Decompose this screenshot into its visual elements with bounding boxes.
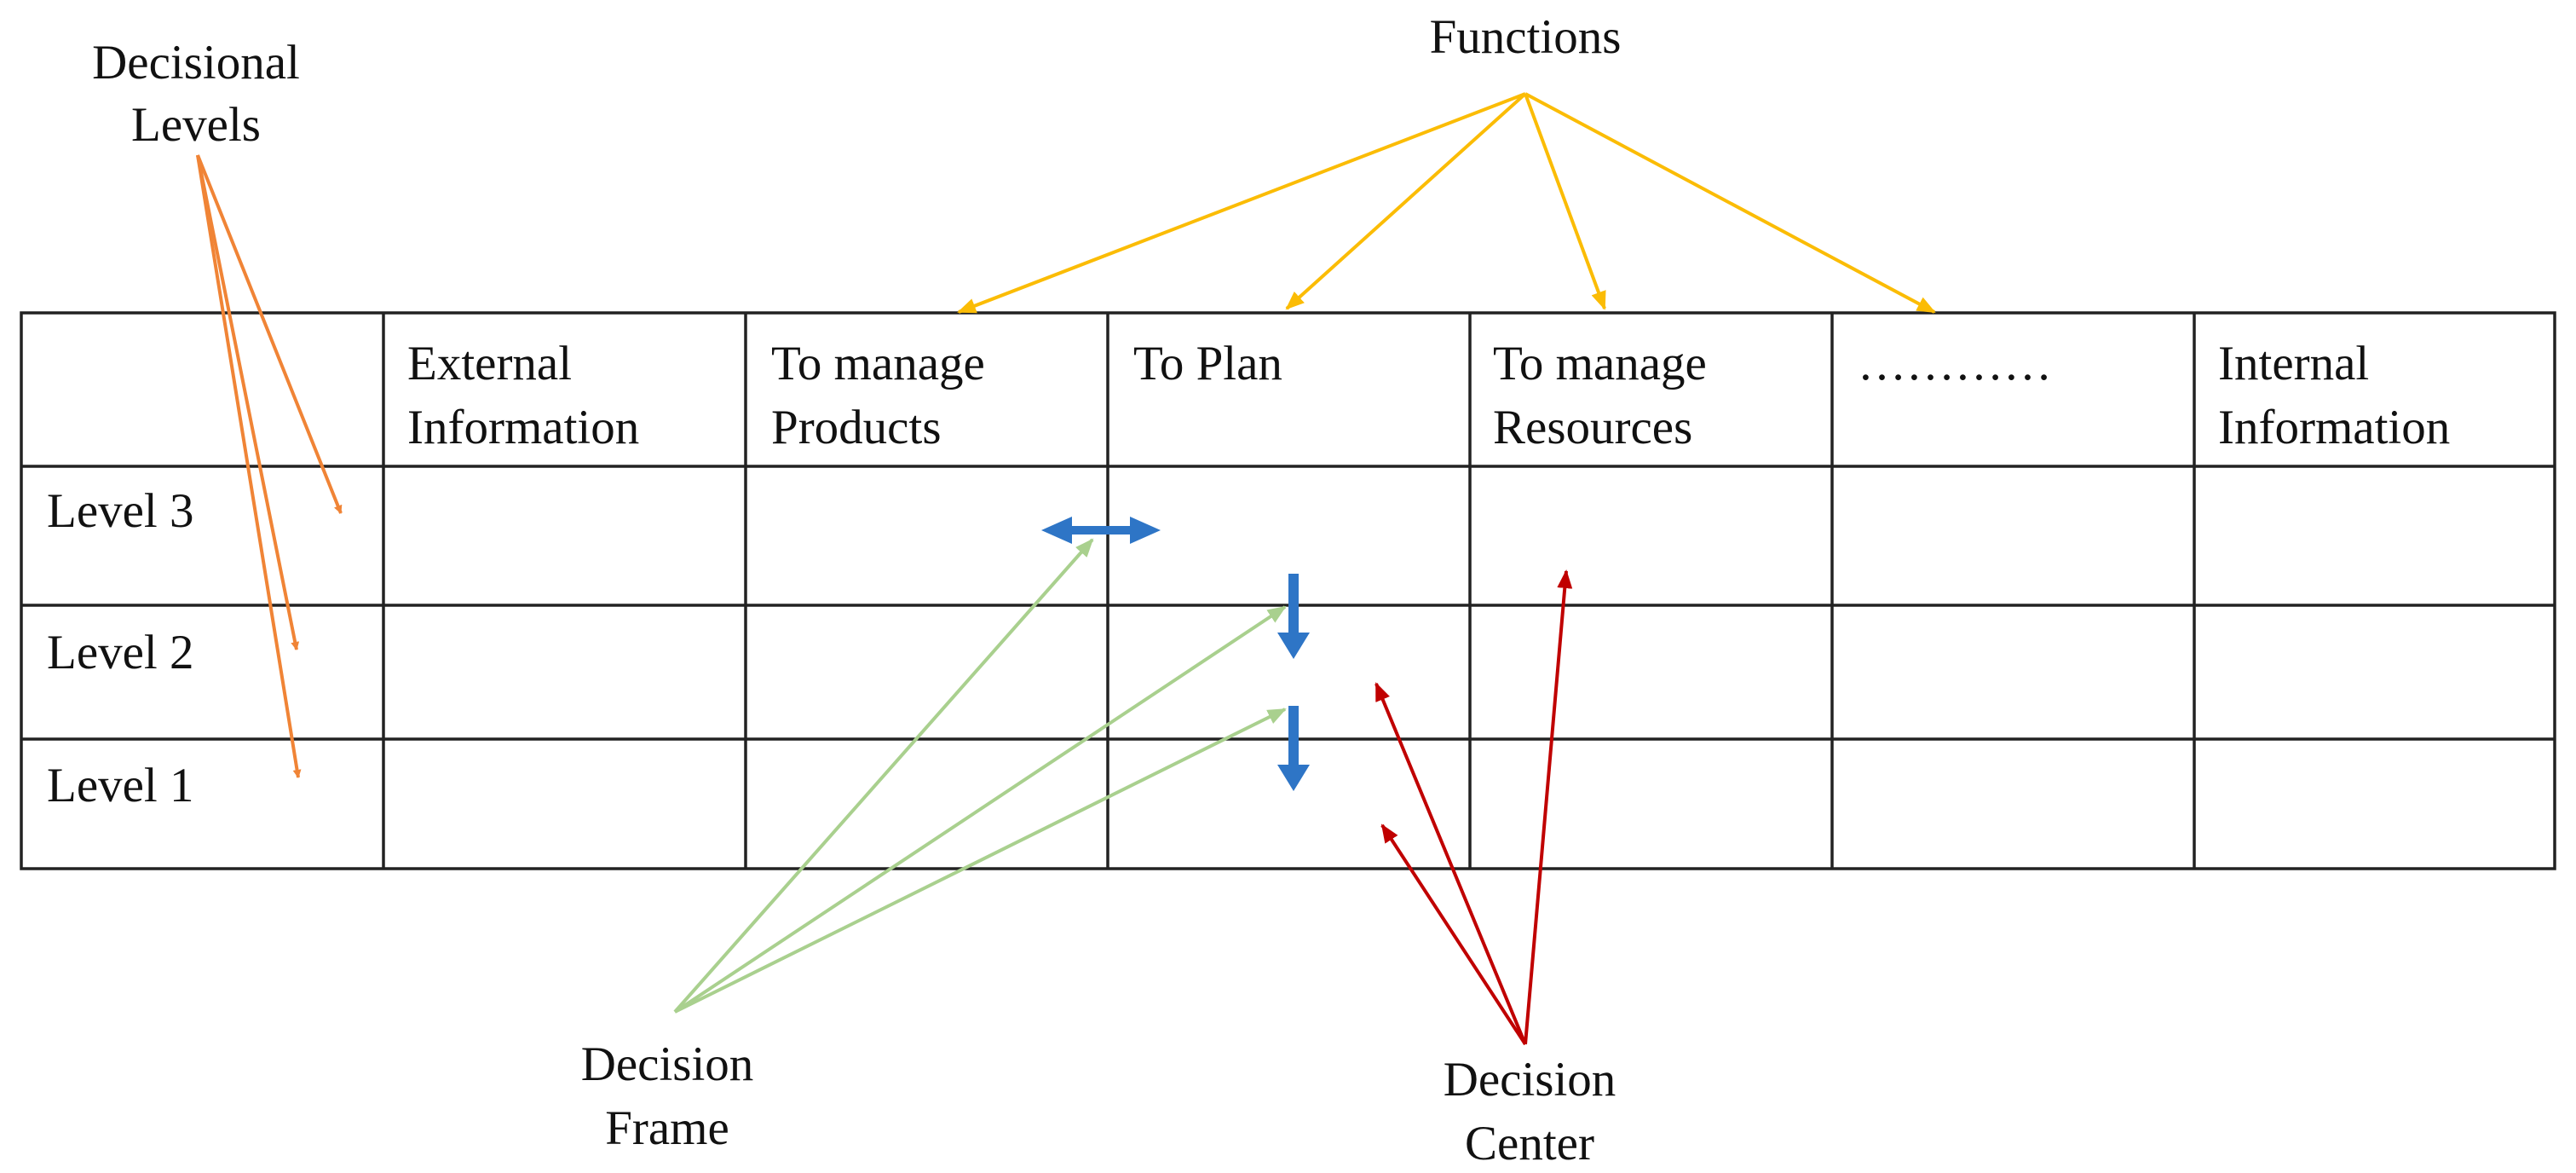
row-headers: Level 3 Level 2 Level 1 bbox=[47, 484, 194, 812]
row-header: Level 3 bbox=[47, 484, 194, 538]
function-arrow bbox=[1285, 92, 1527, 310]
center-arrow bbox=[1380, 823, 1527, 1046]
grid-border bbox=[20, 311, 2556, 870]
frame-arrow bbox=[673, 538, 1094, 1014]
column-header: To manage bbox=[1493, 337, 1707, 390]
flow-arrows bbox=[1041, 517, 1310, 791]
frame-arrow bbox=[674, 708, 1287, 1014]
column-headers: External Information To manage Products … bbox=[407, 337, 2450, 454]
decision-frame-label: Frame bbox=[605, 1101, 729, 1155]
functions-label: Functions bbox=[1430, 10, 1622, 64]
decision-frame-label: Decision bbox=[581, 1037, 754, 1091]
decision-center-label: Decision bbox=[1444, 1053, 1616, 1107]
column-header: To Plan bbox=[1133, 337, 1282, 390]
grid-table bbox=[20, 311, 2556, 870]
decisional-levels-arrows bbox=[196, 154, 343, 778]
column-header: Resources bbox=[1493, 401, 1692, 454]
column-header: To manage bbox=[771, 337, 985, 390]
center-arrow bbox=[1374, 682, 1527, 1045]
level-arrow bbox=[196, 154, 300, 650]
decisional-levels-label: Decisional bbox=[92, 36, 300, 90]
level-arrow bbox=[196, 154, 343, 514]
function-arrow bbox=[1524, 92, 1936, 314]
outside-labels: Decisional Levels Functions Decision Fra… bbox=[92, 10, 1621, 1170]
double-arrow-icon bbox=[1041, 517, 1161, 544]
decision-center-label: Center bbox=[1465, 1117, 1594, 1170]
decision-frame-arrows bbox=[673, 538, 1287, 1014]
row-header: Level 2 bbox=[47, 626, 194, 679]
frame-arrow bbox=[673, 605, 1287, 1014]
row-header: Level 1 bbox=[47, 759, 194, 812]
column-header: Information bbox=[407, 401, 639, 454]
column-header: Information bbox=[2218, 401, 2450, 454]
center-arrow bbox=[1524, 569, 1573, 1045]
function-arrow bbox=[957, 92, 1526, 314]
down-arrow-icon bbox=[1277, 706, 1310, 791]
decision-center-arrows bbox=[1374, 569, 1573, 1046]
column-header: External bbox=[407, 337, 572, 390]
down-arrow-icon bbox=[1277, 574, 1310, 659]
column-header: Internal bbox=[2218, 337, 2369, 390]
decisional-levels-label: Levels bbox=[131, 98, 261, 152]
level-arrow bbox=[196, 154, 302, 778]
function-arrow bbox=[1524, 93, 1606, 310]
functions-arrows bbox=[957, 92, 1936, 314]
column-header: ………… bbox=[1858, 337, 2052, 390]
column-header: Products bbox=[771, 401, 942, 454]
